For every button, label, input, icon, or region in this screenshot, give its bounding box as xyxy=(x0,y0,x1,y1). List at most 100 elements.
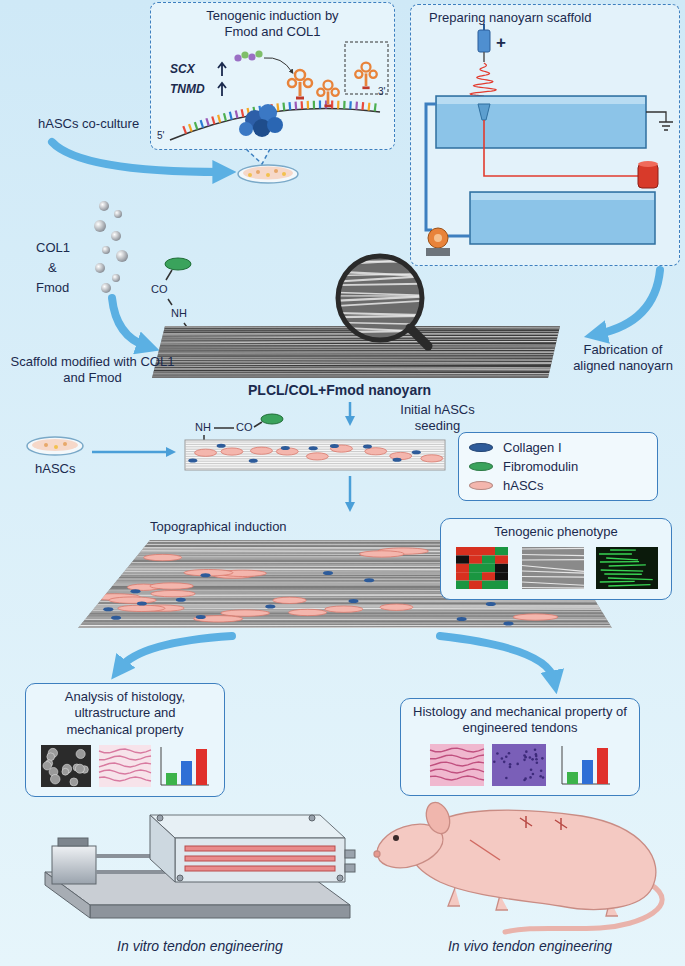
strip-fibers xyxy=(185,466,445,467)
protein-particles xyxy=(99,201,109,211)
scaffold-name: PLCL/COL+Fmod nanoyarn xyxy=(248,382,431,400)
nude-mouse xyxy=(422,799,454,837)
magnifier xyxy=(330,284,430,286)
electrospinning-setup xyxy=(428,228,448,248)
strip-fibers xyxy=(281,446,290,450)
culture-dish xyxy=(248,173,252,177)
legend-row: Collagen I xyxy=(469,438,647,457)
peptide-beads xyxy=(234,50,292,72)
strip-fibers xyxy=(185,461,445,462)
legend-text: Collagen I xyxy=(503,440,562,455)
thumbnail-row xyxy=(62,768,69,775)
mrna-strand xyxy=(361,102,364,110)
nanoyarn-fibers xyxy=(140,354,570,355)
electrospinning-setup xyxy=(426,248,450,256)
thumbnail-row xyxy=(161,747,162,785)
aligned-fibers xyxy=(323,571,333,575)
trna-symbol xyxy=(288,70,312,98)
thumbnail-row xyxy=(505,755,508,758)
strip-fibers xyxy=(221,448,243,455)
thumbnail-row xyxy=(482,564,495,572)
cell-label: hASCs xyxy=(35,461,75,477)
chemical-group: NH xyxy=(171,307,187,321)
thumbnail-row xyxy=(535,753,538,756)
bioreactor xyxy=(157,815,163,821)
strip-fibers xyxy=(249,459,258,463)
panel-ground xyxy=(410,4,680,266)
mrna-strand xyxy=(313,101,315,109)
mrna-strand xyxy=(355,102,358,110)
flow-arrow xyxy=(440,636,554,680)
thumbnail-row xyxy=(535,758,538,761)
thumbnail-row xyxy=(456,581,469,589)
thumbnail-row xyxy=(166,773,177,785)
nanoyarn-fibers xyxy=(140,374,570,375)
aligned-fibers xyxy=(325,606,363,612)
thumbnail-row xyxy=(599,554,632,555)
trna-symbol xyxy=(324,104,331,107)
callout-ground xyxy=(150,2,395,150)
mrna-strand xyxy=(374,103,377,111)
step-label: Fabrication of aligned nanoyarn xyxy=(566,342,680,375)
mrna-strand xyxy=(349,101,352,109)
trna-symbol xyxy=(355,63,377,88)
thumbnail-row xyxy=(600,581,635,583)
thumbnail-row xyxy=(522,582,584,585)
thumbnail-row xyxy=(522,548,584,550)
strip-fibers xyxy=(309,446,318,450)
thumbnail-row xyxy=(430,744,484,786)
nude-mouse xyxy=(374,851,380,857)
nanoyarn-fibers xyxy=(140,373,570,374)
electrospinning-setup xyxy=(484,120,638,176)
electrospinning-setup xyxy=(436,96,646,148)
protein-particles xyxy=(101,283,111,293)
thumbnail-row xyxy=(469,564,482,572)
protein-particles xyxy=(95,263,105,273)
strip-fibers xyxy=(306,453,328,460)
thumbnail-row xyxy=(525,750,528,753)
thumbnail-row xyxy=(495,581,508,589)
electrospinning-setup xyxy=(437,97,645,104)
thumbnail-row xyxy=(522,559,584,561)
step-arrow xyxy=(349,402,352,420)
mrna-strand xyxy=(319,101,321,109)
thumbnail-row xyxy=(430,762,484,766)
thumbnail-row xyxy=(469,547,482,555)
mrna-strand xyxy=(212,117,214,125)
mrna-strand xyxy=(170,101,380,140)
mrna-strand xyxy=(230,112,232,120)
thumbnail-row xyxy=(493,760,496,763)
bioreactor xyxy=(309,815,315,821)
mrna-strand xyxy=(189,124,192,132)
thumbnail-row xyxy=(456,547,469,555)
scaffold-strip xyxy=(185,440,445,470)
thumbnail-row xyxy=(430,748,484,752)
thumbnail-row xyxy=(609,565,646,566)
protein-particles xyxy=(102,246,110,254)
aligned-fibers xyxy=(348,599,358,603)
thumbnail-row xyxy=(522,566,584,572)
aligned-fibers xyxy=(70,623,620,625)
strand-end: 3' xyxy=(378,86,385,99)
protein-complex xyxy=(267,117,283,133)
nanoyarn-fibers xyxy=(140,369,570,370)
thumbnail-row xyxy=(531,758,534,761)
thumbnail-row xyxy=(196,749,207,785)
bioreactor xyxy=(96,854,158,858)
nude-mouse xyxy=(371,799,662,932)
culture-dish xyxy=(243,167,293,180)
nanoyarn-fibers xyxy=(140,371,570,372)
thumbnail-row xyxy=(608,585,650,586)
thumbnail-row xyxy=(469,572,482,580)
aligned-fibers xyxy=(221,610,270,616)
up-arrow xyxy=(218,63,226,76)
panel-caption: In vivo tendon engineering xyxy=(385,938,675,956)
bioreactor xyxy=(150,815,175,882)
peptide-beads xyxy=(264,58,292,72)
electrospinning-setup xyxy=(470,63,496,96)
aligned-fibers xyxy=(70,539,620,629)
thumbnail-row xyxy=(456,572,469,580)
bioreactor xyxy=(185,856,335,861)
legend-swatch xyxy=(469,462,493,471)
